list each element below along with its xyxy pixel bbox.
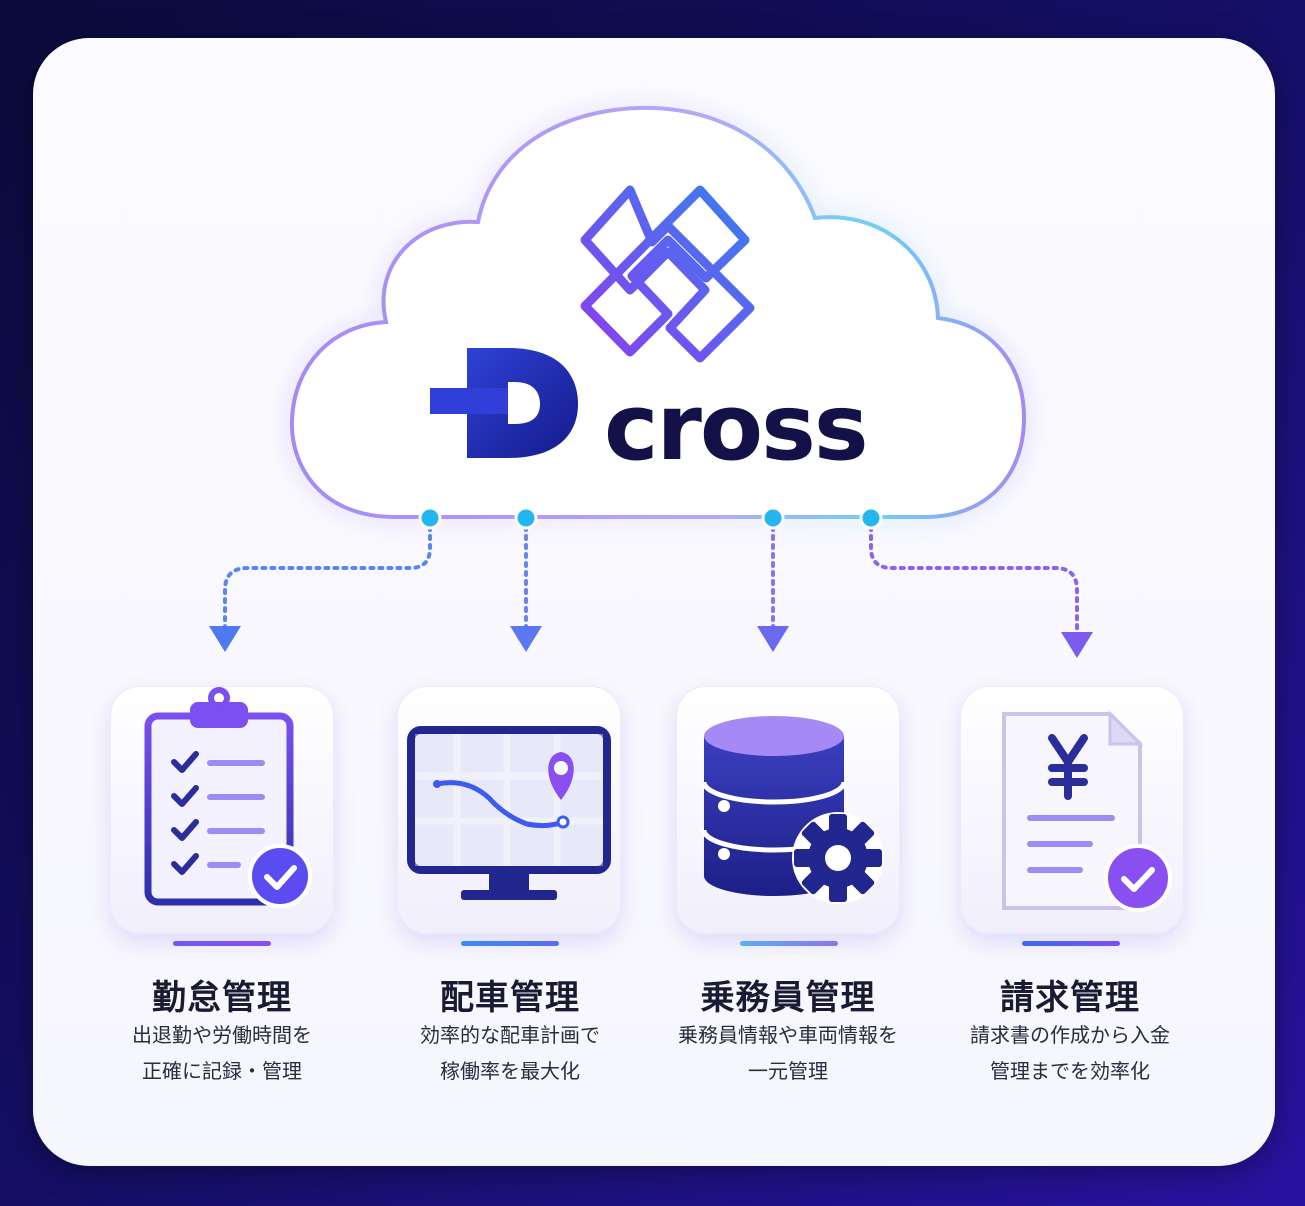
module-dispatch-title: 配車管理 — [440, 978, 580, 1018]
module-crew-card[interactable] — [676, 686, 900, 934]
module-dispatch-underline — [461, 941, 559, 946]
monitor-map-icon — [407, 726, 611, 900]
connector-dots — [418, 506, 883, 530]
module-attendance-desc-2: 正確に記録・管理 — [142, 1059, 302, 1083]
clipboard-checklist-icon — [144, 687, 312, 908]
connector-arrowheads — [209, 626, 1093, 658]
module-attendance-desc-1: 出退勤や労働時間を — [132, 1023, 312, 1047]
yen-invoice-icon — [1002, 710, 1172, 912]
module-dispatch-desc-1: 効率的な配車計画で — [420, 1023, 600, 1047]
module-billing-desc-2: 管理までを効率化 — [990, 1059, 1150, 1083]
module-dispatch-card[interactable] — [397, 686, 621, 934]
cross-mark-icon — [580, 185, 755, 363]
connector-lines — [223, 516, 1079, 634]
module-billing-card[interactable] — [960, 686, 1184, 934]
module-dispatch-desc-2: 稼働率を最大化 — [440, 1059, 580, 1083]
module-attendance-title: 勤怠管理 — [152, 978, 292, 1018]
module-crew-desc-1: 乗務員情報や車両情報を — [678, 1023, 898, 1047]
logo-wordmark: cross — [604, 374, 869, 481]
module-crew-desc-2: 一元管理 — [748, 1059, 828, 1083]
module-attendance-underline — [173, 941, 271, 946]
module-crew-title: 乗務員管理 — [700, 978, 876, 1018]
module-billing-desc-1: 請求書の作成から入金 — [970, 1023, 1170, 1047]
module-attendance-card[interactable] — [110, 686, 334, 934]
module-billing-title: 請求管理 — [1000, 978, 1140, 1018]
module-crew-underline — [740, 941, 838, 946]
td-logo-icon — [430, 348, 578, 458]
database-gear-icon — [701, 716, 884, 904]
module-billing-underline — [1022, 941, 1120, 946]
